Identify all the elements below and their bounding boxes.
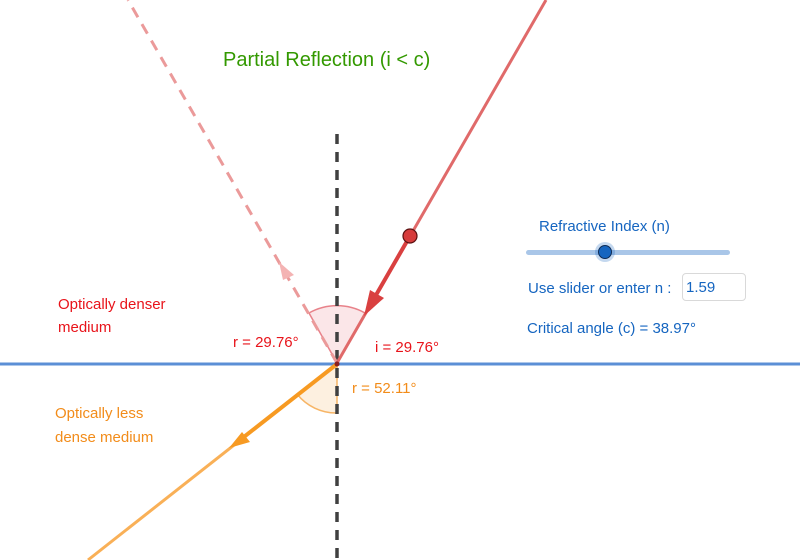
refractive-index-slider-knob[interactable] <box>598 245 612 259</box>
reflected-ray <box>126 0 339 364</box>
point-of-incidence <box>334 361 340 367</box>
refraction-angle-label: r = 52.11° <box>352 380 417 397</box>
refracted-ray-arrow-icon <box>229 432 250 448</box>
incident-ray-arrow-icon <box>364 290 384 316</box>
less-dense-medium-label-line2: dense medium <box>55 429 154 446</box>
incidence-angle-label: i = 29.76° <box>375 339 439 356</box>
denser-medium-label-line2: medium <box>58 319 112 336</box>
incident-ray-thick-segment <box>370 235 412 303</box>
slider-label: Refractive Index (n) <box>539 218 670 235</box>
denser-medium-label-line1: Optically denser <box>58 296 166 313</box>
refracted-ray-thick-segment <box>238 362 339 442</box>
reflected-ray-arrow-icon <box>279 262 294 280</box>
page-title: Partial Reflection (i < c) <box>223 49 431 71</box>
incident-ray-drag-point[interactable] <box>402 228 418 244</box>
input-label: Use slider or enter n : <box>528 280 672 297</box>
reflection-angle-label: r = 29.76° <box>233 334 299 351</box>
critical-angle-text: Critical angle (c) = 38.97° <box>527 320 696 337</box>
refractive-index-slider-track[interactable] <box>526 250 730 255</box>
less-dense-medium-label-line1: Optically less <box>55 405 144 422</box>
refractive-index-input[interactable] <box>682 273 746 301</box>
